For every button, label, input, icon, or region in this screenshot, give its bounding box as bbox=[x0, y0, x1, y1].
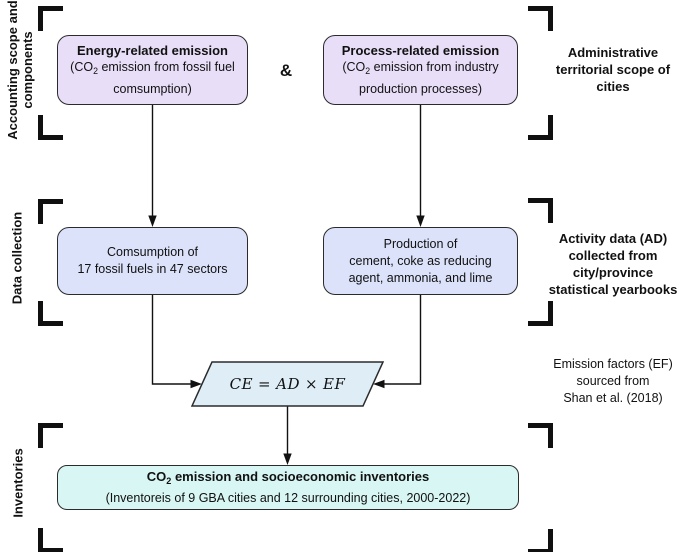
annotation-line: city/province bbox=[572, 265, 654, 280]
emission-formula: CE = AD × EF bbox=[192, 362, 383, 406]
process-emission-subtitle2: production processes) bbox=[359, 81, 482, 96]
annotation-line: sourced from bbox=[576, 374, 650, 388]
crop-corner-bottom-right bbox=[528, 529, 553, 552]
ampersand-connector: & bbox=[279, 61, 293, 80]
arrowhead-icons bbox=[148, 215, 425, 465]
arrow-left-icon bbox=[373, 379, 385, 389]
crop-corner-top-left bbox=[38, 6, 63, 31]
annotation-line: Emission factors (EF) bbox=[553, 357, 673, 371]
fuel-consumption-box: Comsumption of 17 fossil fuels in 47 sec… bbox=[57, 227, 248, 295]
inventory-result-subtitle: (Inventoreis of 9 GBA cities and 12 surr… bbox=[105, 491, 471, 506]
annotation-line: cities bbox=[596, 79, 630, 94]
section-label-inventories: Inventories bbox=[10, 448, 26, 518]
section-label-line: components bbox=[20, 31, 35, 109]
industry-production-box: Production of cement, coke as reducing a… bbox=[323, 227, 518, 295]
crop-corner-top-left bbox=[38, 199, 63, 224]
crop-corner-bottom-left bbox=[38, 301, 63, 326]
annotation-line: statistical yearbooks bbox=[548, 282, 678, 297]
crop-corner-bottom-left bbox=[38, 115, 63, 140]
formula-ef: EF bbox=[323, 375, 346, 393]
energy-emission-title: Energy-related emission bbox=[77, 43, 228, 59]
co2-subscript: 2 bbox=[166, 476, 172, 487]
crop-corner-bottom-left bbox=[38, 528, 63, 552]
fuel-consumption-line: Comsumption of bbox=[106, 245, 198, 259]
section-label-accounting: Accounting scope and components bbox=[5, 0, 35, 139]
formula-times: × bbox=[304, 375, 319, 393]
crop-corner-top-left bbox=[38, 423, 63, 448]
section-label-data-collection: Data collection bbox=[9, 211, 25, 305]
fuel-consumption-line: 17 fossil fuels in 47 sectors bbox=[77, 262, 228, 276]
industry-production-line: agent, ammonia, and lime bbox=[348, 270, 493, 285]
energy-emission-box: Energy-related emission (CO2 emission fr… bbox=[57, 35, 248, 105]
arrow-down-icon bbox=[283, 453, 292, 465]
crop-corner-top-right bbox=[528, 423, 553, 448]
arrow-right-icon bbox=[190, 379, 202, 389]
energy-emission-subtitle: (CO2 emission from fossil fuel bbox=[70, 60, 235, 77]
co2-subscript: 2 bbox=[365, 66, 371, 77]
inventory-result-box: CO2 emission and socioeconomic inventori… bbox=[57, 465, 519, 510]
process-emission-box: Process-related emission (CO2 emission f… bbox=[323, 35, 518, 105]
formula-ad: AD bbox=[276, 375, 300, 393]
annotation-line: Activity data (AD) bbox=[558, 231, 668, 246]
energy-emission-subtitle2: comsumption) bbox=[113, 81, 192, 96]
annotation-line: Administrative bbox=[567, 45, 659, 60]
section-label-line: Accounting scope and bbox=[5, 0, 20, 140]
flow-lines bbox=[151, 105, 422, 456]
inventory-result-title: CO2 emission and socioeconomic inventori… bbox=[146, 468, 430, 487]
formula-parallelogram bbox=[190, 361, 385, 407]
process-emission-subtitle: (CO2 emission from industry bbox=[342, 60, 499, 77]
annotation-administrative-scope: Administrative territorial scope of citi… bbox=[540, 44, 685, 95]
formula-ce: CE bbox=[229, 375, 254, 393]
arrow-down-icon bbox=[416, 215, 425, 227]
annotation-emission-factors: Emission factors (EF) sourced from Shan … bbox=[540, 356, 685, 407]
crop-corner-bottom-right bbox=[528, 115, 553, 140]
formula-equals: = bbox=[258, 375, 272, 393]
crop-corner-top-right bbox=[528, 6, 553, 31]
crop-corner-bottom-right bbox=[528, 301, 553, 326]
process-emission-title: Process-related emission bbox=[341, 43, 500, 59]
annotation-line: collected from bbox=[568, 248, 658, 263]
industry-production-line: Production of bbox=[383, 236, 458, 251]
crop-corner-top-right bbox=[528, 198, 553, 223]
annotation-line: territorial scope of bbox=[555, 62, 671, 77]
industry-production-line: cement, coke as reducing bbox=[349, 253, 492, 268]
annotation-line: Shan et al. (2018) bbox=[563, 391, 663, 405]
annotation-activity-data: Activity data (AD) collected from city/p… bbox=[540, 230, 685, 298]
arrow-down-icon bbox=[148, 215, 157, 227]
co2-subscript: 2 bbox=[93, 66, 98, 77]
